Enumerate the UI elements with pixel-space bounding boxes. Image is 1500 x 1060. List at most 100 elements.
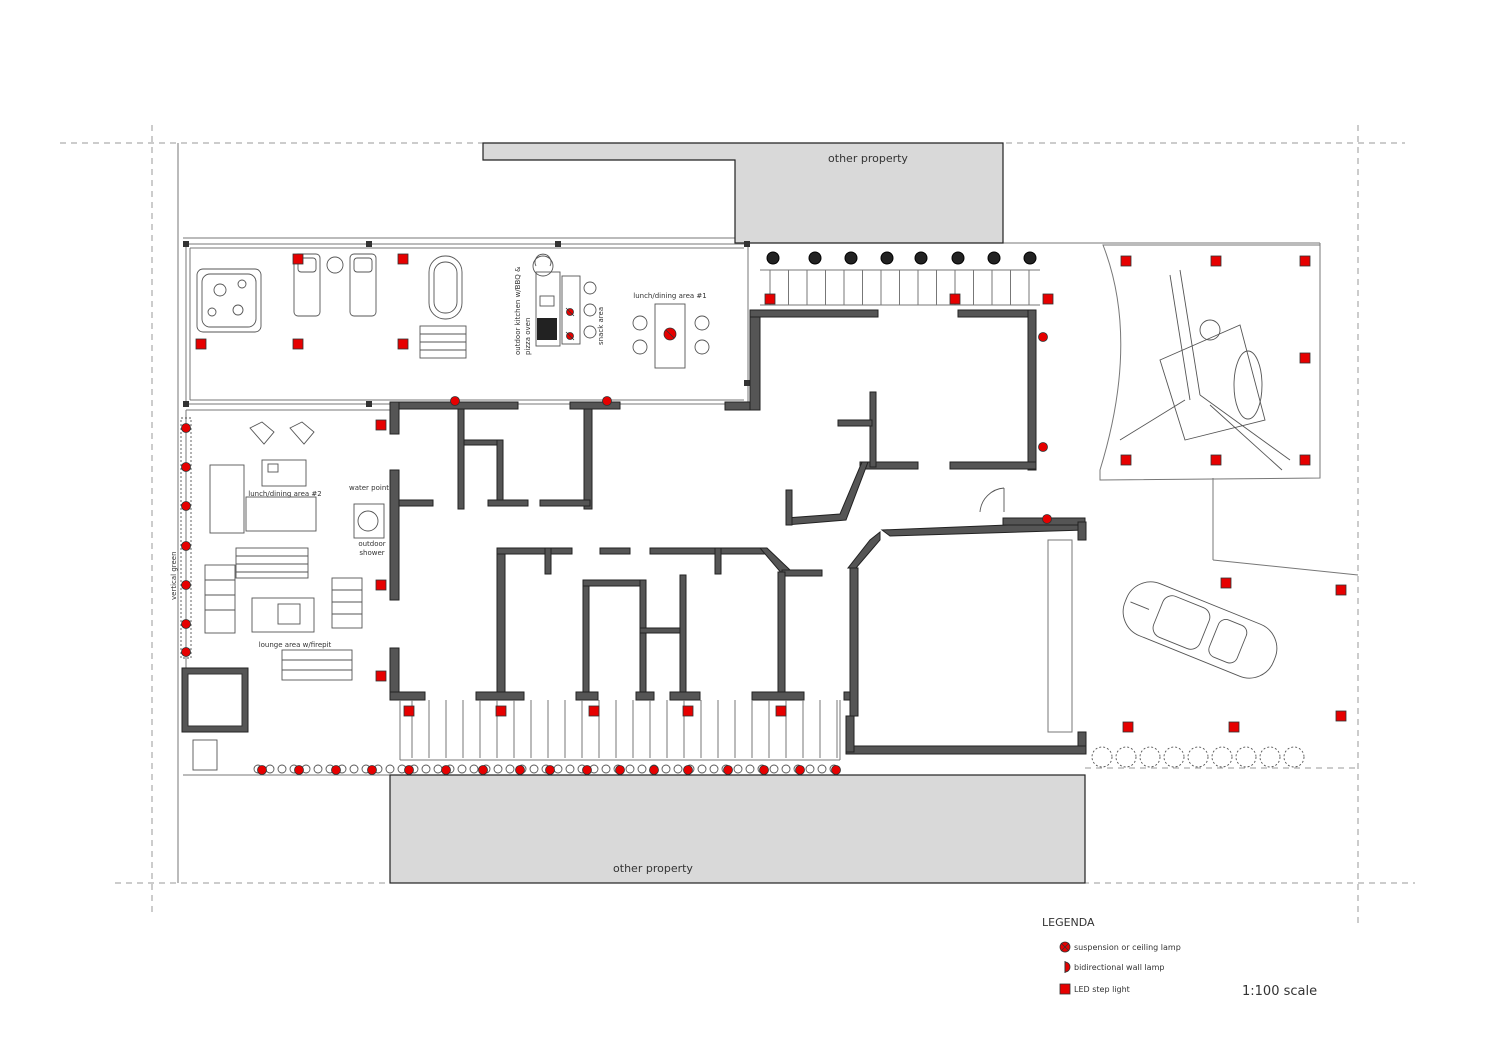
bollard-icon bbox=[914, 251, 928, 265]
shrub-icon bbox=[805, 764, 815, 774]
water-point-label: water point bbox=[349, 484, 389, 492]
shrub-icon bbox=[469, 764, 479, 774]
ceiling-lamp-icon bbox=[565, 307, 575, 317]
shrub-icon bbox=[745, 764, 755, 774]
plant-icon bbox=[1283, 746, 1305, 768]
legend-item-wall: bidirectional wall lamp bbox=[1074, 963, 1164, 972]
plant-icon bbox=[1139, 746, 1161, 768]
plant-icon bbox=[1211, 746, 1233, 768]
step-light-icon bbox=[1220, 577, 1232, 589]
step-light-icon bbox=[1299, 255, 1311, 267]
wall-lamp-icon bbox=[257, 765, 267, 775]
vertical-green: vertical green bbox=[170, 417, 192, 659]
wall-lamp-icon bbox=[1038, 332, 1048, 342]
legend-item-ceiling: suspension or ceiling lamp bbox=[1074, 943, 1181, 952]
storage-box bbox=[181, 667, 249, 771]
shrub-icon bbox=[277, 764, 287, 774]
wall-lamp-icon bbox=[1064, 961, 1071, 973]
shrub-icon bbox=[697, 764, 707, 774]
wall-lamps bbox=[181, 332, 1052, 775]
wall-lamp-icon bbox=[450, 396, 460, 406]
step-light-icon bbox=[775, 705, 787, 717]
house-walls bbox=[389, 309, 1087, 755]
shrub-icon bbox=[817, 764, 827, 774]
stairs-top bbox=[419, 325, 467, 359]
step-light-icon bbox=[1210, 454, 1222, 466]
wall-lamp-icon bbox=[723, 765, 733, 775]
wall-lamp-icon bbox=[181, 647, 191, 657]
bollard-icon bbox=[951, 251, 965, 265]
wall-lamp-icon bbox=[181, 541, 191, 551]
dining-area-2: lunch/dining area #2 bbox=[209, 421, 322, 534]
step-light-icon bbox=[1059, 983, 1071, 995]
pizza-oven-label: pizza oven bbox=[524, 318, 532, 355]
wall-lamp-icon bbox=[331, 765, 341, 775]
wall-lamp-icon bbox=[683, 765, 693, 775]
shrub-icon bbox=[529, 764, 539, 774]
wall-lamp-icon bbox=[1042, 514, 1052, 524]
shrub-icon bbox=[565, 764, 575, 774]
shrub-icon bbox=[421, 764, 431, 774]
ceiling-lamp-icon bbox=[1059, 941, 1071, 953]
bollard-icon bbox=[1023, 251, 1037, 265]
step-light-icon bbox=[1299, 454, 1311, 466]
step-light-icon bbox=[1228, 721, 1240, 733]
shrub-icon bbox=[493, 764, 503, 774]
wall-lamp-icon bbox=[478, 765, 488, 775]
site-outline bbox=[177, 143, 1359, 883]
step-light-icon bbox=[949, 293, 961, 305]
step-light-icon bbox=[292, 338, 304, 350]
wall-lamp-icon bbox=[367, 765, 377, 775]
garden-plants bbox=[1091, 746, 1305, 768]
step-light-icon bbox=[588, 705, 600, 717]
wall-lamp-icon bbox=[582, 765, 592, 775]
car bbox=[1122, 581, 1278, 679]
step-light-icon bbox=[403, 705, 415, 717]
step-light-icon bbox=[292, 253, 304, 265]
ceiling-lamp-icon bbox=[665, 329, 675, 339]
step-light-icon bbox=[495, 705, 507, 717]
snack-area-label: snack area bbox=[597, 307, 605, 345]
outdoor-kitchen: outdoor kitchen w/BBQ & pizza oven snack… bbox=[514, 253, 605, 355]
shrub-icon bbox=[505, 764, 515, 774]
step-light-icon bbox=[1210, 255, 1222, 267]
step-light-icon bbox=[1122, 721, 1134, 733]
bollard-icon bbox=[987, 251, 1001, 265]
shrub-icon bbox=[265, 764, 275, 774]
step-light-icon bbox=[195, 338, 207, 350]
ceiling-lamp-icon bbox=[565, 331, 575, 341]
step-light-icon bbox=[375, 579, 387, 591]
step-light-icon bbox=[397, 338, 409, 350]
shrub-icon bbox=[661, 764, 671, 774]
plant-icon bbox=[1235, 746, 1257, 768]
plant-icon bbox=[1091, 746, 1113, 768]
wall-lamp-icon bbox=[615, 765, 625, 775]
wall-lamp-icon bbox=[545, 765, 555, 775]
shower-label-1: outdoor bbox=[358, 540, 385, 548]
led-step-lights bbox=[195, 253, 1347, 733]
property-label-bottom: other property bbox=[613, 862, 693, 875]
shrub-icon bbox=[625, 764, 635, 774]
shrub-icon bbox=[457, 764, 467, 774]
shrub-icon bbox=[781, 764, 791, 774]
outdoor-kitchen-label: outdoor kitchen w/BBQ & bbox=[514, 266, 522, 355]
legend-item-step: LED step light bbox=[1074, 985, 1130, 994]
lounge-label: lounge area w/firepit bbox=[259, 641, 332, 649]
legend: LEGENDA suspension or ceiling lamp bidir… bbox=[1042, 916, 1317, 999]
step-light-icon bbox=[764, 293, 776, 305]
scale-label: 1:100 scale bbox=[1242, 984, 1317, 999]
step-light-icon bbox=[1042, 293, 1054, 305]
step-light-icon bbox=[1120, 255, 1132, 267]
step-light-icon bbox=[375, 419, 387, 431]
vertical-green-label: vertical green bbox=[170, 551, 178, 600]
wall-lamp-icon bbox=[795, 765, 805, 775]
shrub-icon bbox=[313, 764, 323, 774]
step-light-icon bbox=[1335, 710, 1347, 722]
front-paving bbox=[399, 269, 1040, 761]
shrub-icon bbox=[349, 764, 359, 774]
shrub-icon bbox=[709, 764, 719, 774]
plant-icon bbox=[1187, 746, 1209, 768]
outdoor-shower: water point outdoor shower bbox=[349, 484, 389, 557]
step-light-icon bbox=[397, 253, 409, 265]
